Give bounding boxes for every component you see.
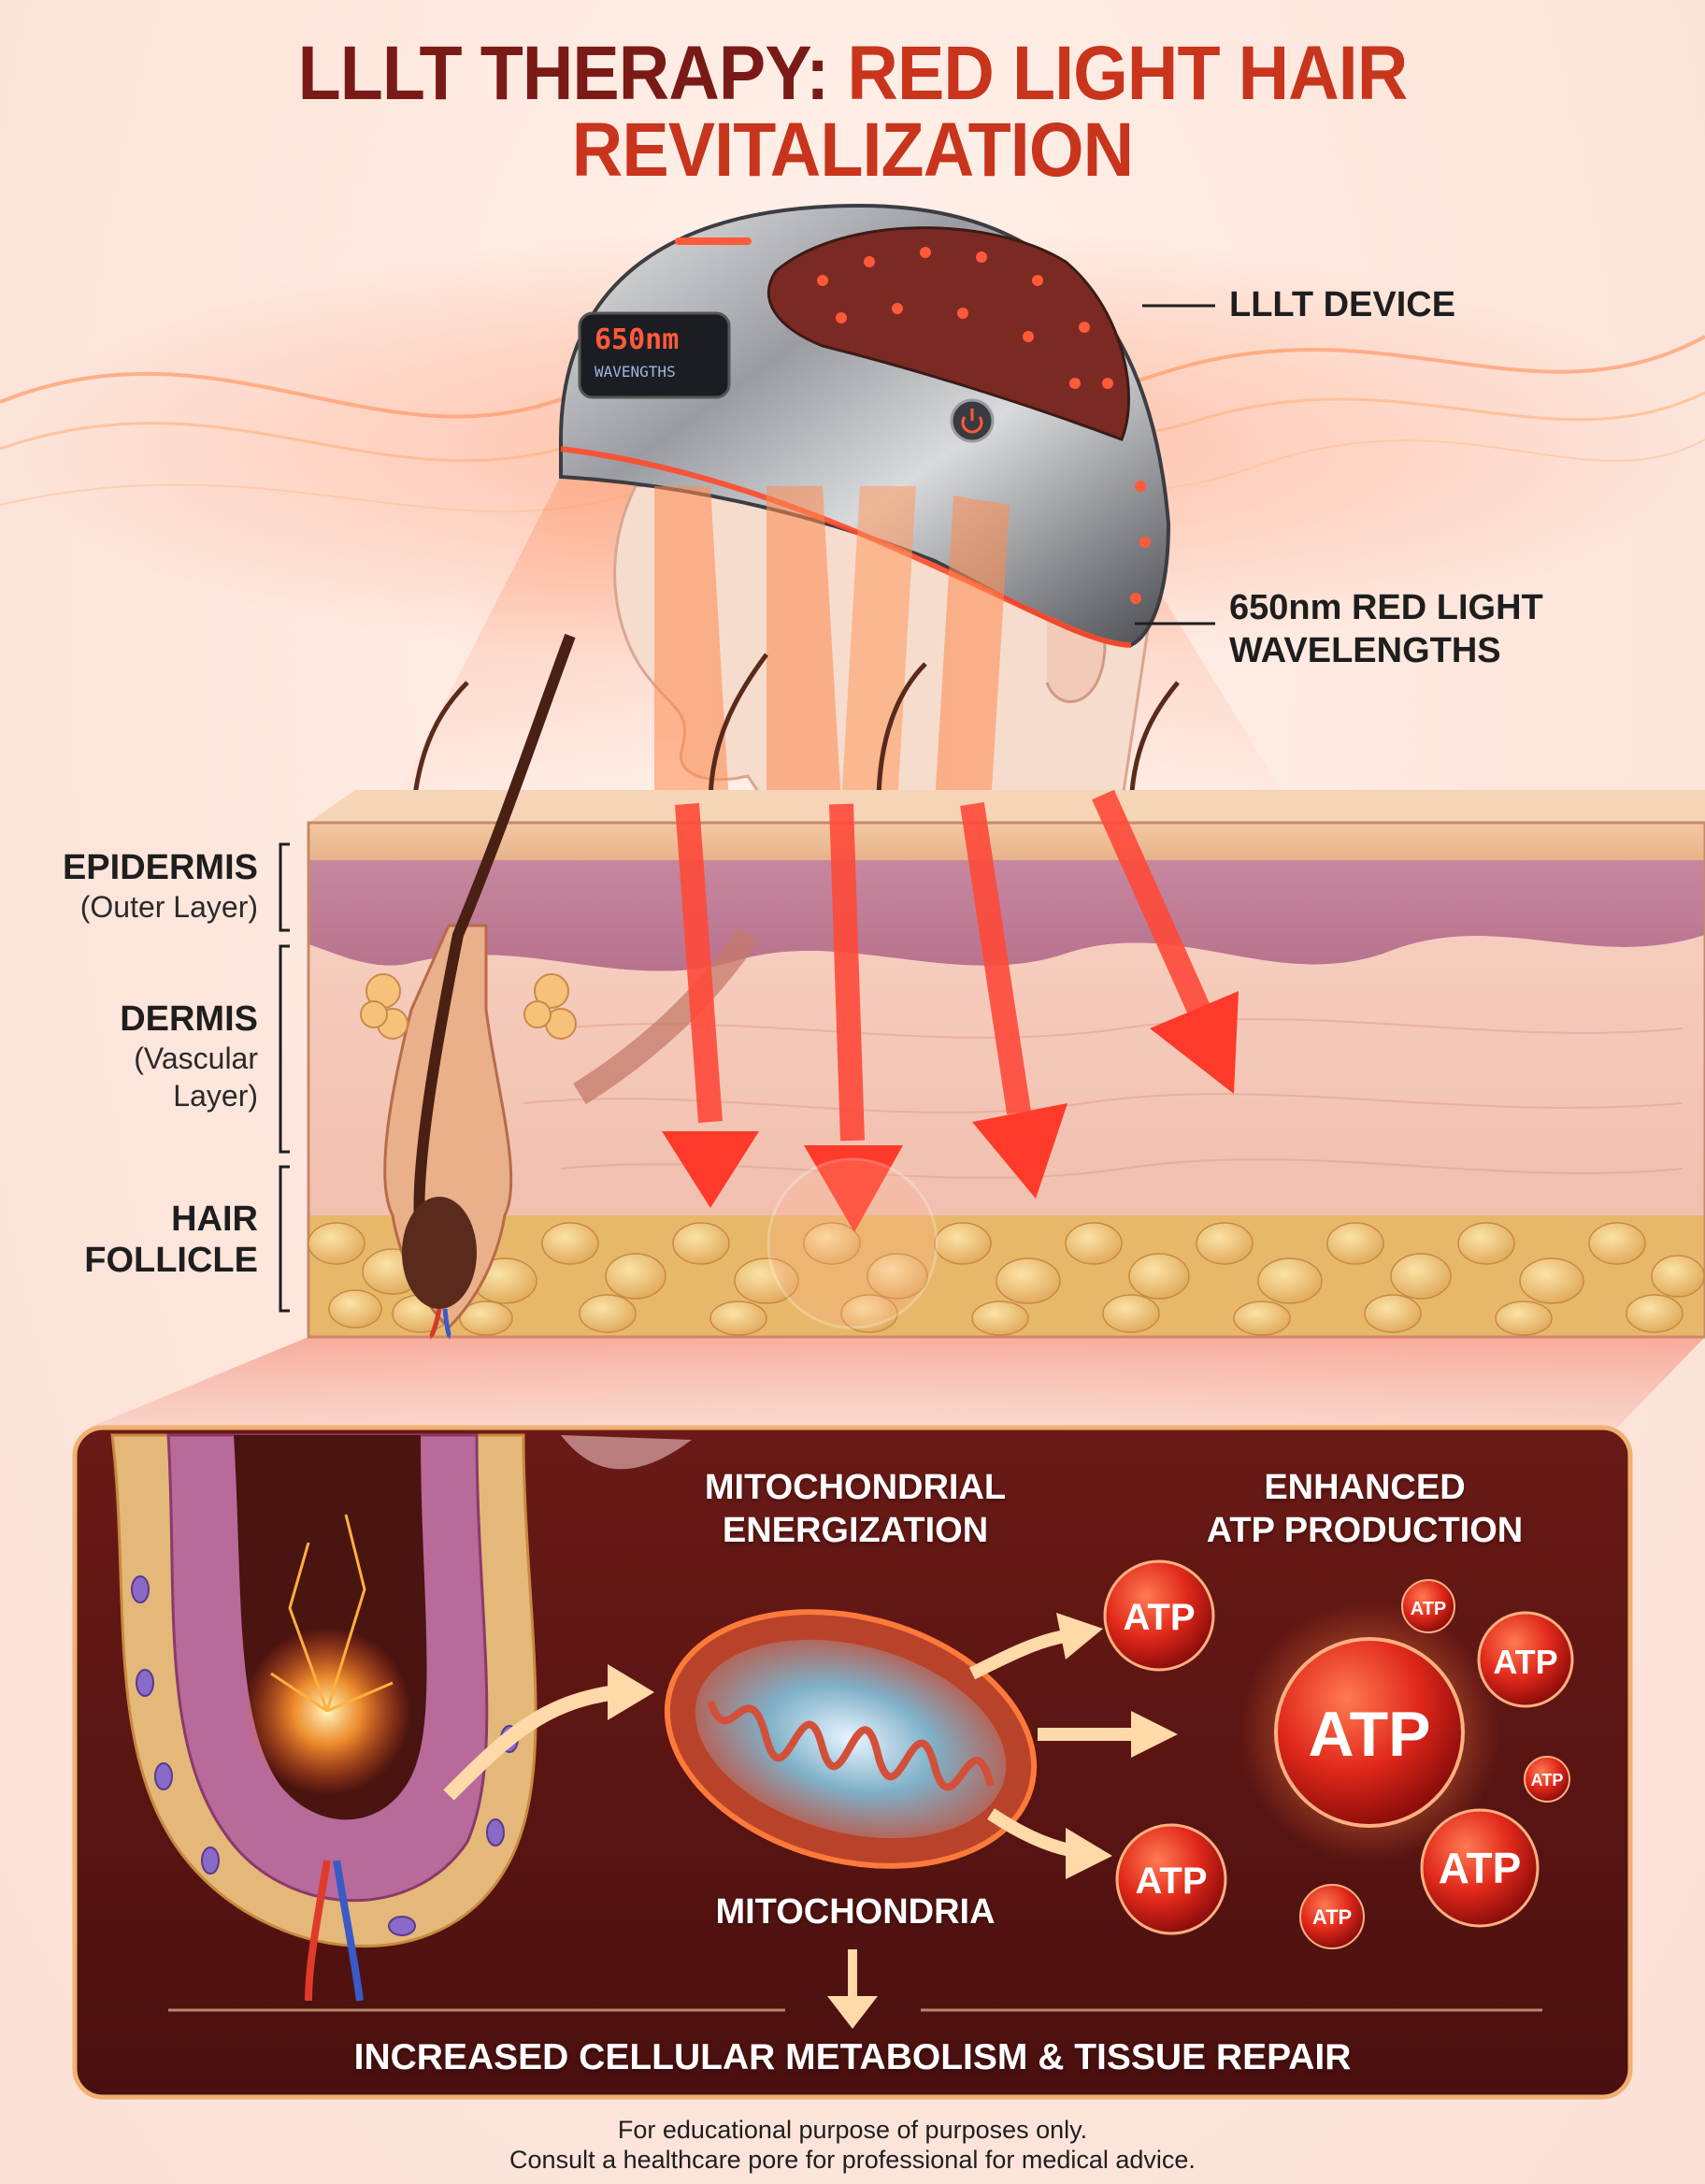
layer-brackets [279, 842, 290, 1313]
atp-heading-line2: ATP PRODUCTION [1206, 1511, 1524, 1550]
atp-label: ATP [1531, 1771, 1564, 1789]
atp-label: ATP [1123, 1597, 1195, 1638]
mito-label: MITOCHONDRIA [715, 1892, 996, 1932]
label-epidermis: EPIDERMIS (Outer Layer) [15, 847, 258, 926]
mito-heading-line1: MITOCHONDRIAL [704, 1468, 1007, 1507]
helmet-display-sub: WAVENGTHS [595, 363, 676, 381]
result-arrow-head [827, 1996, 878, 2029]
atp-molecules: ATP ATP ATP ATP ATP ATP ATP ATP [1103, 1559, 1574, 1949]
title-part-2: RED LIGHT HAIR REVITALIZATION [571, 31, 1408, 193]
sebaceous-gland [360, 973, 577, 1040]
label-dermis: DERMIS (Vascular Layer) [15, 999, 258, 1114]
callout-wavelength-line2: WAVELENGTHS [1229, 631, 1501, 670]
atp-molecule [1477, 1611, 1574, 1708]
label-dermis-name: DERMIS [120, 999, 258, 1039]
helmet-display [578, 311, 731, 399]
atp-molecule-main [1274, 1637, 1465, 1828]
hair-bulb [402, 1197, 477, 1309]
atp-arrows [968, 1613, 1178, 1879]
footer-disclaimer: For educational purpose of purposes only… [0, 2115, 1705, 2175]
label-dermis-sub2: Layer) [173, 1079, 258, 1113]
title-part-1: LLLT THERAPY: [297, 31, 848, 116]
helmet-display-value: 650nm [595, 323, 680, 356]
flow-arrow-head [608, 1664, 654, 1720]
atp-molecule [1401, 1579, 1455, 1633]
helmet-rim-glow [560, 446, 1132, 648]
label-follicle-line1: HAIR [171, 1200, 258, 1239]
callout-wavelength-line1: 650nm RED LIGHT [1229, 588, 1543, 627]
arrector-muscle [573, 927, 758, 1105]
atp-label-main: ATP [1309, 1699, 1431, 1770]
zoom-circle [767, 1157, 938, 1329]
atp-molecule [1299, 1884, 1365, 1949]
atp-molecule [1524, 1756, 1570, 1803]
flow-arrow [443, 1685, 618, 1801]
helmet-leds [817, 247, 1151, 604]
footer-line2: Consult a healthcare pore for profession… [509, 2146, 1196, 2174]
footer-line1: For educational purpose of purposes only… [617, 2116, 1088, 2144]
follicle-detail [110, 1433, 692, 2002]
atp-molecule [1420, 1808, 1540, 1928]
page-title: LLLT THERAPY: RED LIGHT HAIR REVITALIZAT… [68, 36, 1637, 189]
label-epidermis-sub: (Outer Layer) [79, 890, 258, 924]
atp-label: ATP [1493, 1643, 1557, 1681]
label-follicle-line2: FOLLICLE [84, 1241, 258, 1280]
label-follicle: HAIR FOLLICLE [15, 1199, 258, 1281]
callout-device: LLLT DEVICE [1229, 285, 1456, 324]
atp-heading: ENHANCED ATP PRODUCTION [1150, 1466, 1580, 1552]
fat-cells [308, 1219, 1705, 1336]
atp-label: ATP [1439, 1844, 1522, 1892]
zoom-funnel [89, 1337, 1705, 1428]
light-beams [654, 486, 1010, 804]
atp-molecule [1103, 1559, 1215, 1672]
hair-shaft [413, 633, 576, 1245]
helmet-indicator [675, 237, 752, 245]
atp-label: ATP [1411, 1599, 1447, 1619]
atp-label: ATP [1312, 1905, 1352, 1929]
atp-molecule [1115, 1823, 1227, 1935]
light-penetration-arrows [662, 789, 1239, 1232]
result-text: INCREASED CELLULAR METABOLISM & TISSUE R… [353, 2037, 1352, 2077]
label-epidermis-name: EPIDERMIS [62, 848, 258, 887]
mito-heading-line2: ENERGIZATION [722, 1511, 989, 1550]
mito-heading: MITOCHONDRIAL ENERGIZATION [645, 1466, 1066, 1552]
label-dermis-sub1: (Vascular [134, 1042, 258, 1075]
atp-heading-line1: ENHANCED [1264, 1468, 1466, 1507]
atp-label: ATP [1135, 1861, 1207, 1902]
mitochondrion [664, 1609, 1038, 1869]
